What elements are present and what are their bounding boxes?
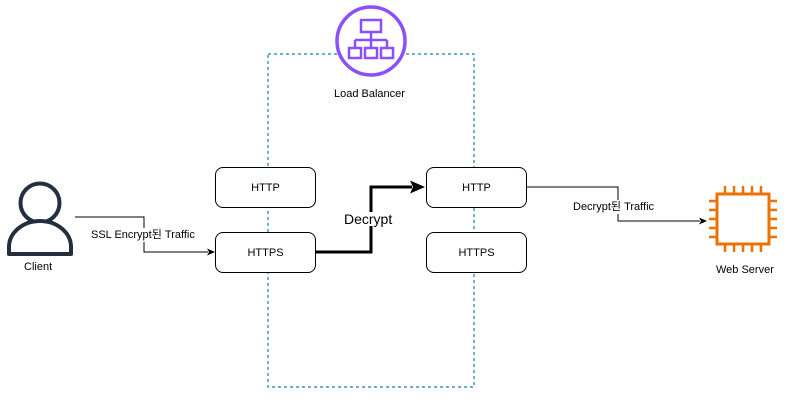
lb-https-listener-right: HTTPS <box>426 232 527 273</box>
lb-https-listener-right-label: HTTPS <box>458 246 495 259</box>
lb-https-listener-left-label: HTTPS <box>247 246 284 259</box>
lb-http-listener-left-label: HTTP <box>251 181 280 194</box>
edge-http-to-server-label: Decrypt된 Traffic <box>572 200 656 214</box>
lb-http-listener-right-label: HTTP <box>462 181 491 194</box>
edge-decrypt-label: Decrypt <box>343 211 394 227</box>
lb-http-listener-left: HTTP <box>215 167 316 208</box>
lb-http-listener-right: HTTP <box>426 167 527 208</box>
load-balancer-label: Load Balancer <box>334 88 405 100</box>
client-label: Client <box>24 261 53 273</box>
lb-https-listener-left: HTTPS <box>215 232 316 273</box>
edge-client-to-https-label: SSL Encrypt된 Traffic <box>90 228 196 242</box>
ec2-instance-icon <box>709 186 777 252</box>
load-balancer-icon <box>335 5 407 77</box>
web-server-label: Web Server <box>716 264 774 276</box>
user-icon <box>7 181 73 256</box>
